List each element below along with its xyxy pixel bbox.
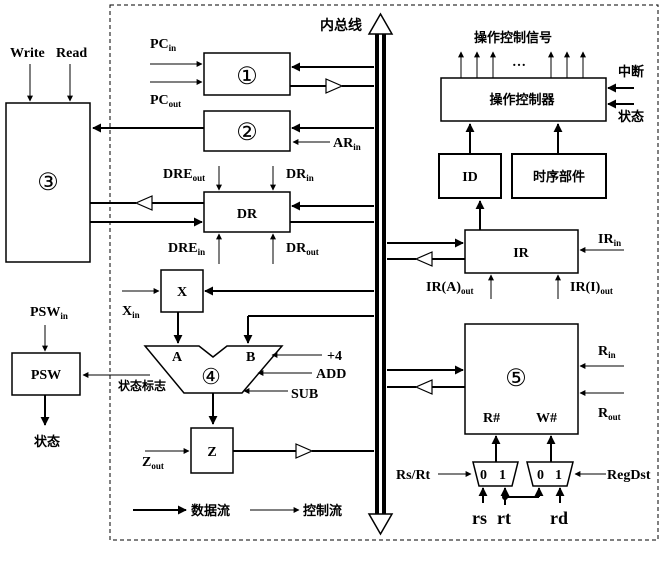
- alu-b-label: B: [246, 350, 255, 365]
- ir-label: IR: [513, 246, 529, 261]
- mux-left: 0 1 Rs/Rt rs rt: [396, 435, 519, 528]
- dr-label: DR: [237, 207, 258, 222]
- ir-register: IR IRin IR(A)out IR(I)out: [387, 200, 624, 299]
- write-label: Write: [10, 46, 45, 61]
- alu-a-label: A: [172, 350, 183, 365]
- x-in-label: Xin: [122, 304, 140, 320]
- legend: 数据流 控制流: [133, 503, 342, 518]
- plus4-label: +4: [327, 349, 342, 364]
- memory-label: ③: [37, 170, 59, 196]
- pc-in-label: PCin: [150, 37, 176, 53]
- memory-unit: ③ Write Read: [5, 46, 91, 263]
- ar-label: ②: [236, 120, 258, 146]
- flags-label: 状态标志: [118, 378, 166, 393]
- legend-data-flow: 数据流: [191, 503, 230, 518]
- mux-in-rt: rt: [497, 508, 511, 528]
- z-label: Z: [207, 445, 216, 460]
- control-label: 操作控制器: [489, 92, 555, 107]
- pc-out-label: PCout: [150, 93, 181, 109]
- x-label: X: [177, 285, 187, 300]
- psw-status-label: 状态: [34, 434, 60, 449]
- ar-register: ② ARin: [92, 110, 374, 152]
- timing-unit: 时序部件: [511, 123, 607, 199]
- mux-right-zero: 0: [537, 468, 544, 483]
- mux-right: 0 1 RegDst rd: [502, 435, 651, 528]
- internal-bus: 内总线: [320, 12, 394, 536]
- register-file: ⑤ R# W# Rin Rout: [387, 323, 624, 435]
- alu-label: ④: [201, 364, 221, 389]
- r-in-label: Rin: [598, 344, 616, 360]
- ir-i-out-label: IR(I)out: [570, 280, 613, 296]
- mux-left-one: 1: [499, 468, 506, 483]
- control-signals-label: 操作控制信号: [474, 30, 552, 45]
- mux-in-rs: rs: [472, 508, 487, 528]
- dre-out-label: DREout: [163, 167, 205, 183]
- alu: ④ A B +4 ADD SUB 状态标志: [82, 315, 374, 425]
- mux-left-zero: 0: [480, 468, 487, 483]
- z-register: Z Zout: [142, 427, 374, 474]
- ir-in-label: IRin: [598, 232, 621, 248]
- mux-in-rd: rd: [550, 508, 568, 528]
- mux-right-one: 1: [555, 468, 562, 483]
- rsel-label: R#: [483, 411, 500, 426]
- id-unit: ID: [438, 123, 502, 199]
- bus-label: 内总线: [320, 17, 362, 34]
- timing-label: 时序部件: [533, 169, 585, 184]
- x-register: X Xin: [122, 269, 374, 344]
- control-unit: 操作控制器 操作控制信号 … 中断 状态: [440, 30, 644, 124]
- cpu-boundary: [109, 4, 659, 541]
- psw-label: PSW: [31, 368, 61, 383]
- ar-in-label: ARin: [333, 136, 361, 152]
- sub-label: SUB: [291, 387, 318, 402]
- psw-in-label: PSWin: [30, 305, 68, 321]
- add-label: ADD: [316, 367, 346, 382]
- control-state-label: 状态: [618, 109, 644, 124]
- r-out-label: Rout: [598, 406, 621, 422]
- mux-right-ctrl: RegDst: [607, 468, 651, 483]
- regfile-label: ⑤: [505, 366, 527, 392]
- legend-control-flow: 控制流: [303, 503, 342, 518]
- id-label: ID: [462, 170, 478, 185]
- psw-register: PSW PSWin 状态: [11, 305, 81, 449]
- read-label: Read: [56, 46, 87, 61]
- mux-left-ctrl: Rs/Rt: [396, 468, 431, 483]
- wsel-label: W#: [536, 411, 557, 426]
- dr-in-label: DRin: [286, 167, 314, 183]
- z-out-label: Zout: [142, 455, 164, 471]
- dr-register: DR DREout DRin DREin DRout: [90, 166, 374, 264]
- interrupt-label: 中断: [618, 64, 644, 79]
- dre-in-label: DREin: [168, 241, 205, 257]
- dr-out-label: DRout: [286, 241, 319, 257]
- pc-register: ① PCin PCout: [150, 37, 374, 109]
- control-dots: …: [512, 55, 526, 70]
- pc-label: ①: [236, 64, 258, 90]
- ir-a-out-label: IR(A)out: [426, 280, 474, 296]
